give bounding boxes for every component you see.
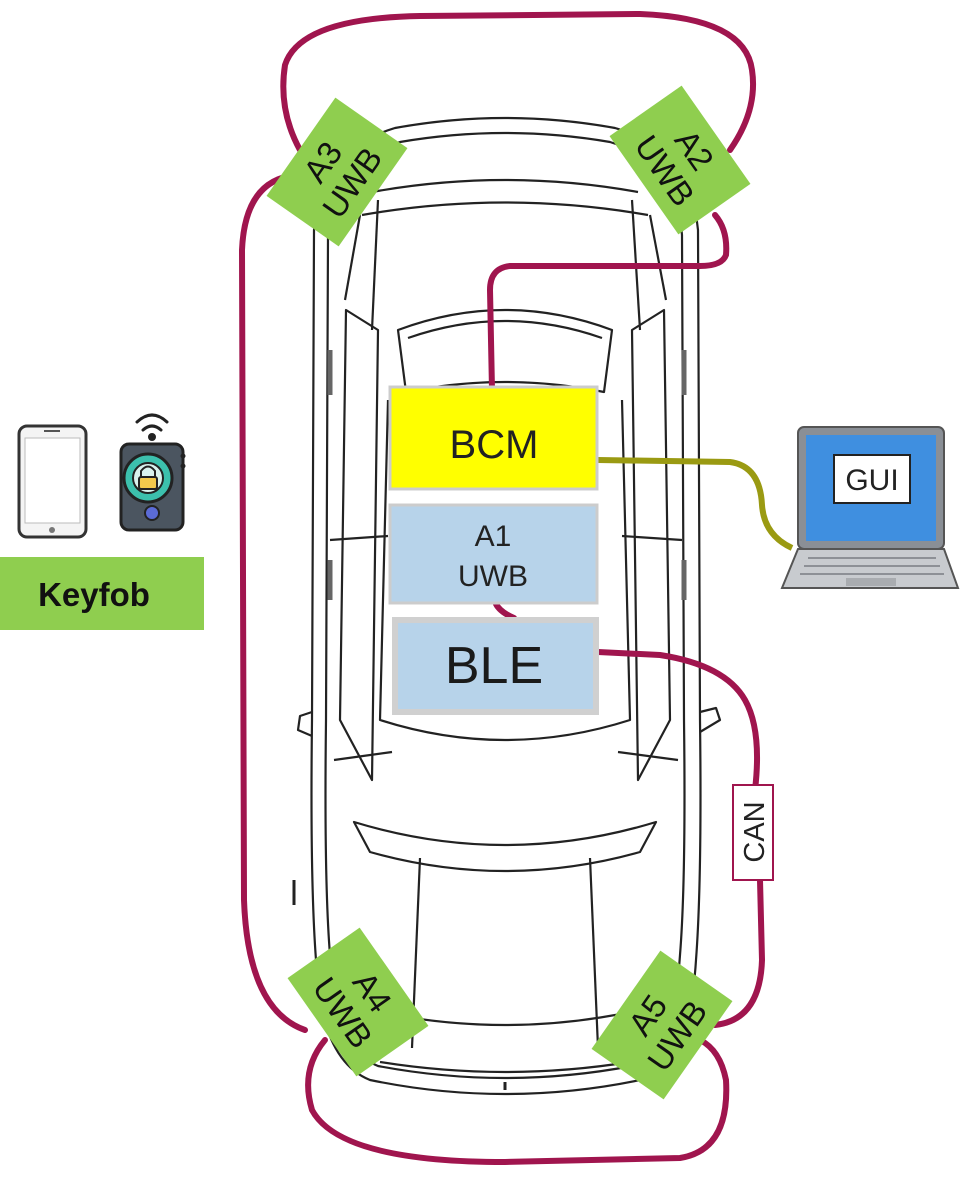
anchor-a2-box [609, 85, 751, 235]
anchor-a3-box [266, 97, 408, 247]
anchor-a1-name: A1 [475, 520, 512, 553]
anchor-a1: A1 UWB [388, 503, 599, 605]
wifi-icon [135, 413, 169, 441]
bcm-module: BCM [388, 385, 599, 491]
bcm-box [388, 385, 599, 491]
gui-wire [597, 457, 794, 551]
can-label-box: CAN [732, 784, 774, 881]
ble-module: BLE [392, 617, 599, 715]
ble-box [392, 617, 599, 715]
can-label: CAN [739, 801, 771, 862]
laptop-screen-label: GUI [845, 464, 898, 497]
keyfob-label-box: Keyfob [0, 557, 204, 630]
anchor-a5-box [591, 950, 733, 1100]
anchor-a4-box [287, 927, 429, 1077]
laptop-icon: GUI [780, 426, 960, 589]
smartphone-icon [17, 424, 88, 539]
anchor-a1-tech: UWB [458, 560, 528, 593]
lock-icon [138, 465, 158, 490]
anchor-a5: A5 UWB [591, 950, 733, 1100]
can-bus-wires [239, 11, 765, 1165]
bcm-label: BCM [450, 423, 539, 467]
ble-label: BLE [445, 637, 543, 695]
anchor-a1-box [388, 503, 599, 605]
anchor-a4: A4 UWB [287, 927, 429, 1077]
keyfob-icon [119, 413, 186, 532]
keyfob-label: Keyfob [38, 576, 150, 613]
